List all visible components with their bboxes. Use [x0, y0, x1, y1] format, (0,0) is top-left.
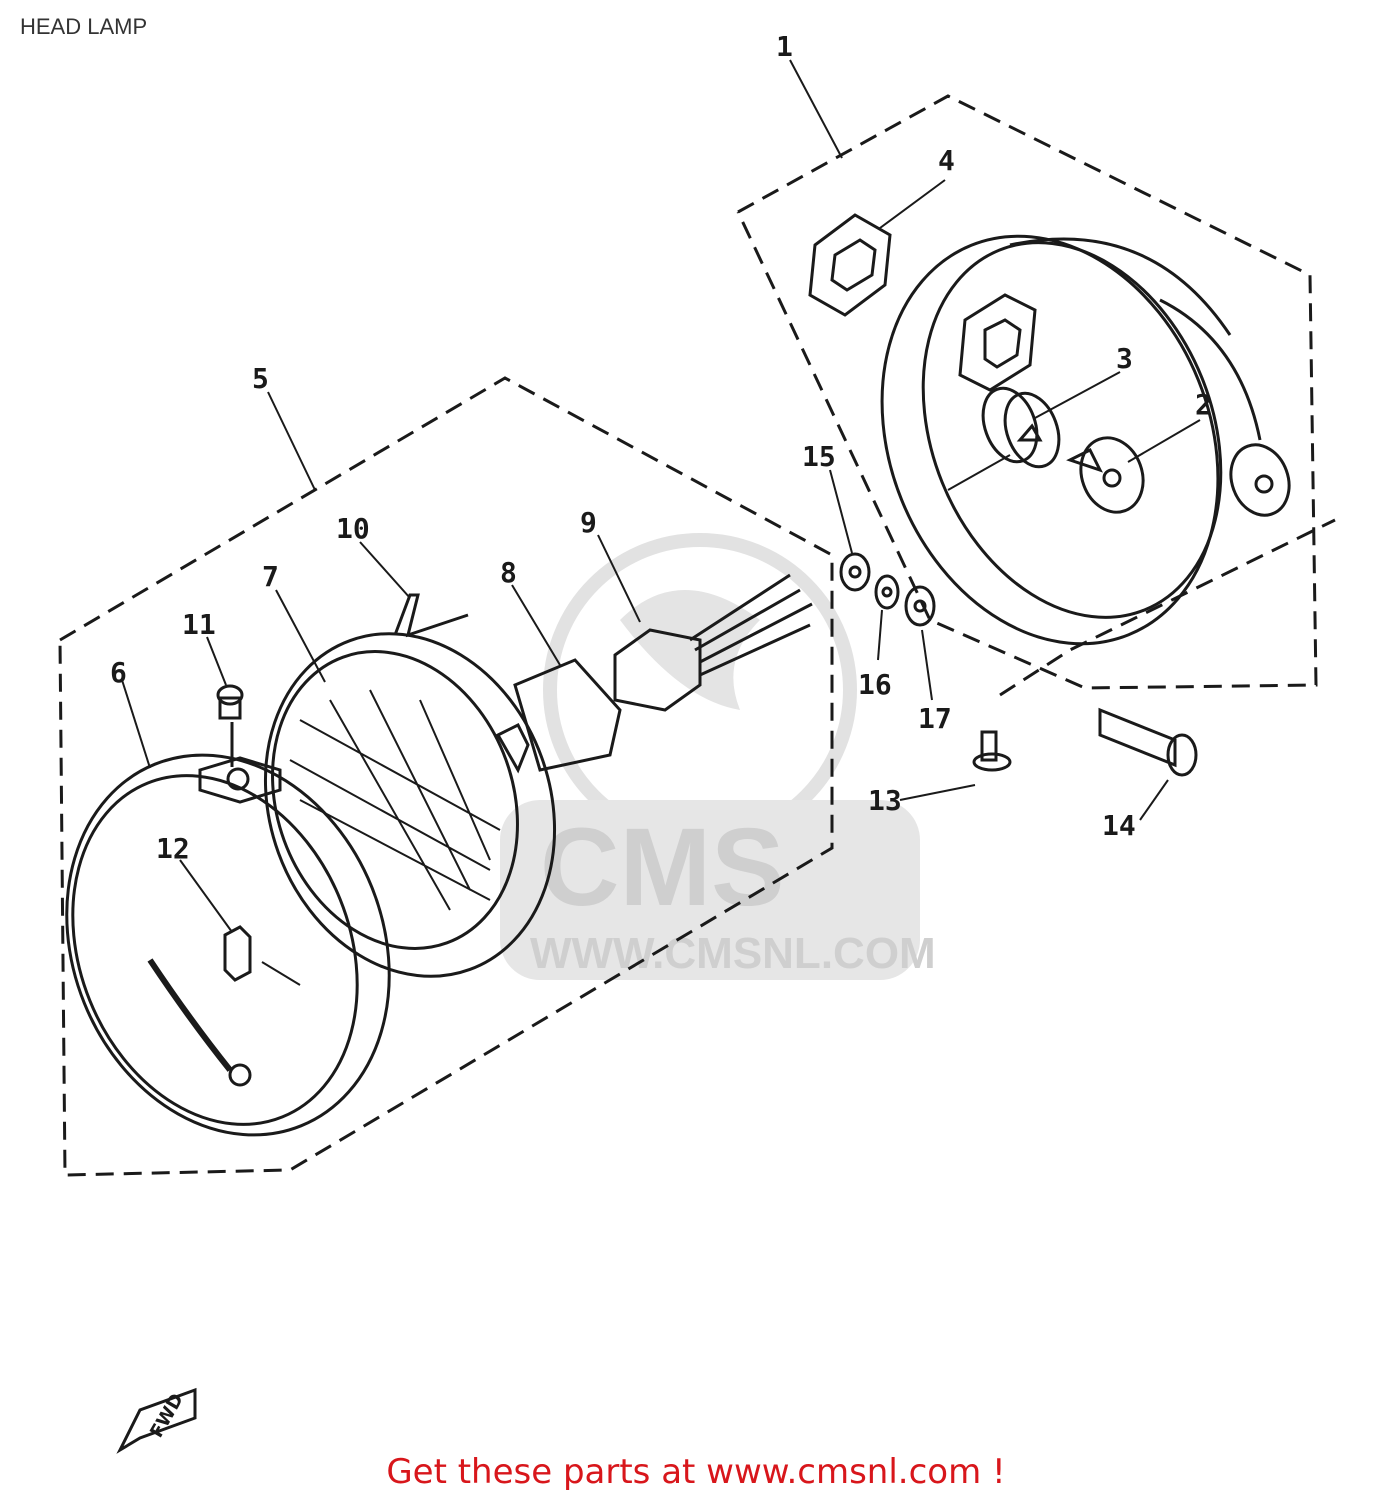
watermark: CMS WWW.CMSNL.COM	[500, 533, 936, 980]
callout-17: 17	[918, 702, 952, 735]
assembly-outline-1	[736, 94, 1318, 690]
nut-15	[839, 552, 871, 592]
callout-13: 13	[868, 784, 902, 817]
fwd-label: FWD	[146, 1390, 188, 1441]
bolt-guide	[999, 518, 1336, 697]
callout-6: 6	[110, 656, 127, 689]
housing-window	[958, 293, 1037, 392]
headlight-housing	[880, 234, 1262, 646]
grommet-3	[981, 386, 1061, 469]
callout-12: 12	[156, 832, 190, 865]
callout-11: 11	[182, 608, 216, 641]
washer-16	[874, 574, 900, 610]
screw-11	[216, 684, 244, 767]
callout-4: 4	[938, 144, 955, 177]
watermark-url: WWW.CMSNL.COM	[530, 929, 936, 978]
socket-9	[613, 573, 813, 712]
callout-7: 7	[262, 560, 279, 593]
callout-16: 16	[858, 668, 892, 701]
watermark-brand: CMS	[540, 806, 784, 929]
leader-lines	[121, 59, 1201, 986]
bolt-14	[1098, 707, 1198, 777]
dust-cover-8	[513, 658, 622, 772]
callout-15: 15	[802, 440, 836, 473]
callout-9: 9	[580, 506, 597, 539]
fwd-direction-marker	[116, 1387, 197, 1454]
grommet-4	[808, 213, 892, 317]
washer-17	[904, 585, 936, 627]
nut-12	[223, 925, 252, 982]
callout-1: 1	[776, 30, 793, 63]
callout-5: 5	[252, 362, 269, 395]
callout-8: 8	[500, 556, 517, 589]
page-title: HEAD LAMP	[20, 14, 148, 39]
headlight-rim-6	[65, 753, 391, 1137]
callout-2: 2	[1195, 388, 1212, 421]
callout-10: 10	[336, 512, 370, 545]
assembly-outline-5	[58, 376, 834, 1177]
grommet-2	[1066, 436, 1145, 514]
sealed-beam-7	[263, 632, 557, 978]
grommet-side	[1229, 443, 1291, 517]
callout-14: 14	[1102, 809, 1136, 842]
spring-10	[393, 593, 469, 638]
screw-13	[972, 730, 1012, 772]
promo-footer-link[interactable]: Get these parts at www.cmsnl.com !	[386, 1452, 1006, 1492]
callout-3: 3	[1116, 342, 1133, 375]
